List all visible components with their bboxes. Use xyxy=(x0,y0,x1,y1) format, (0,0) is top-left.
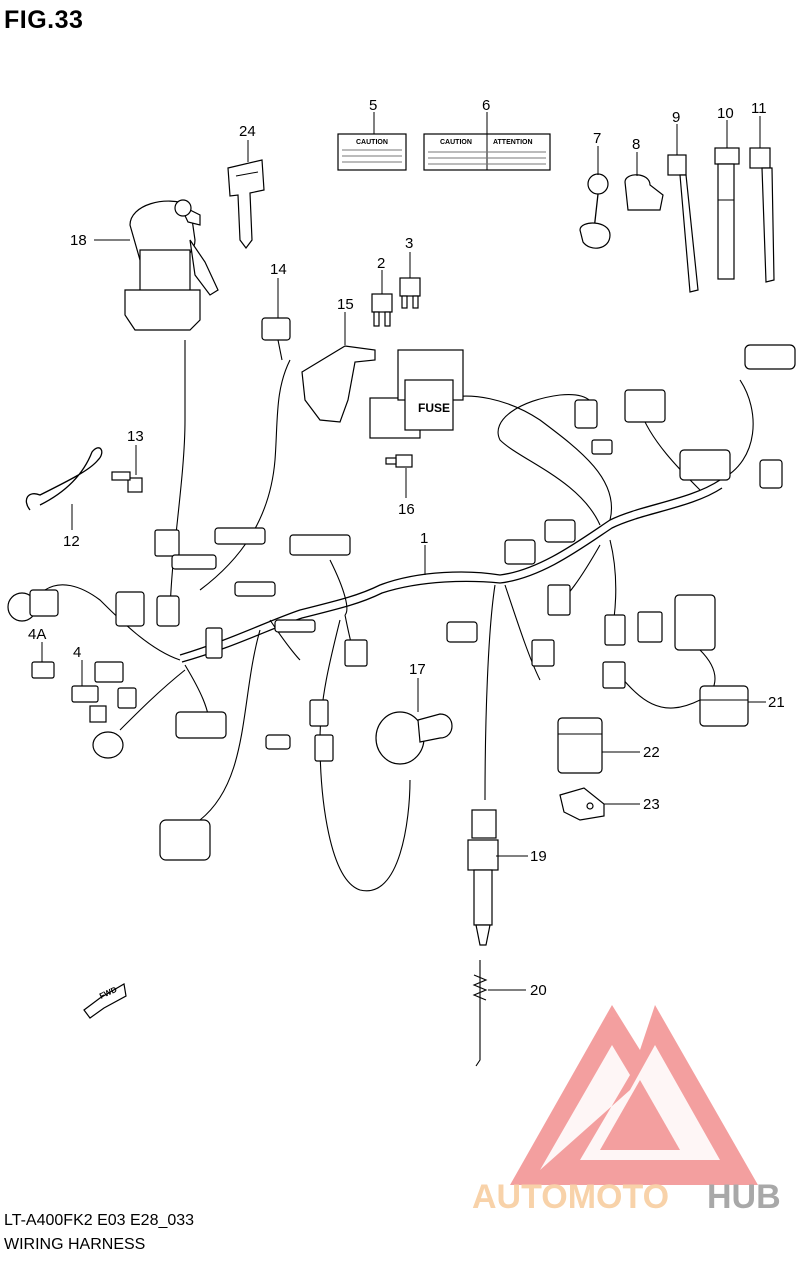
callout-13: 13 xyxy=(127,428,144,445)
fwd-arrow-icon: FWD xyxy=(83,983,127,1019)
callout-12: 12 xyxy=(63,533,80,550)
cable-tie-9-icon xyxy=(667,154,699,293)
fuse-box-15: FUSE xyxy=(301,345,464,439)
terminal-4a-icon xyxy=(31,661,55,679)
svg-text:CAUTION: CAUTION xyxy=(440,139,472,146)
clamp-8-icon xyxy=(624,174,664,211)
bolt-16-icon xyxy=(385,454,413,468)
sensor-19-icon xyxy=(467,809,499,946)
callout-4: 4 xyxy=(73,644,81,661)
callout-24: 24 xyxy=(239,123,256,140)
cable-tie-10-icon xyxy=(714,147,740,280)
callout-5: 5 xyxy=(369,97,377,114)
bracket-23-icon xyxy=(559,787,605,821)
callout-19: 19 xyxy=(530,848,547,865)
callout-18: 18 xyxy=(70,232,87,249)
automotohub-logo: AUTOMOTO HUB xyxy=(472,1005,781,1216)
callout-4a: 4A xyxy=(28,626,46,643)
bolt-13-icon xyxy=(111,471,143,493)
clip-12-icon xyxy=(25,447,103,511)
svg-text:ATTENTION: ATTENTION xyxy=(493,139,533,146)
callout-10: 10 xyxy=(717,105,734,122)
callout-15: 15 xyxy=(337,296,354,313)
diagram-name: WIRING HARNESS xyxy=(4,1236,146,1253)
figure-title: FIG.33 xyxy=(4,6,84,34)
callout-20: 20 xyxy=(530,982,547,999)
svg-text:CAUTION: CAUTION xyxy=(356,139,388,146)
fuse-3-icon xyxy=(399,277,421,309)
callout-23: 23 xyxy=(643,796,660,813)
key-24-icon xyxy=(227,159,265,249)
callout-3: 3 xyxy=(405,235,413,252)
callout-labels: 1 2 3 4 4A 5 6 7 8 9 10 11 12 13 14 15 1… xyxy=(28,97,785,999)
connector-14-icon xyxy=(277,339,283,361)
logo-text-hub: HUB xyxy=(707,1178,781,1216)
callout-8: 8 xyxy=(632,136,640,153)
relay-22-icon xyxy=(557,717,603,774)
callout-2: 2 xyxy=(377,255,385,272)
logo-text-automoto: AUTOMOTO xyxy=(472,1178,669,1216)
sensor-17-icon xyxy=(375,711,453,765)
fuse-label: FUSE xyxy=(418,401,450,415)
callout-6: 6 xyxy=(482,97,490,114)
caution-label-5: CAUTION xyxy=(337,133,407,171)
callout-21: 21 xyxy=(768,694,785,711)
callout-1: 1 xyxy=(420,530,428,547)
relay-21-icon xyxy=(699,685,749,727)
caution-attention-label-6: CAUTION ATTENTION xyxy=(423,133,551,171)
callout-17: 17 xyxy=(409,661,426,678)
terminal-4-icon xyxy=(71,685,107,723)
callout-11: 11 xyxy=(751,100,767,117)
spring-20-icon xyxy=(472,960,488,1067)
ignition-switch-18 xyxy=(124,199,219,331)
callout-9: 9 xyxy=(672,109,680,126)
model-code: LT-A400FK2 E03 E28_033 xyxy=(4,1212,195,1229)
callout-16: 16 xyxy=(398,501,415,518)
leader-lines xyxy=(41,112,766,991)
callout-22: 22 xyxy=(643,744,660,761)
callout-7: 7 xyxy=(593,130,601,147)
callout-14: 14 xyxy=(270,261,287,278)
clamp-7-icon xyxy=(579,173,611,249)
harness-connectors xyxy=(7,317,796,861)
fuse-2-icon xyxy=(371,293,393,327)
cable-tie-11-icon xyxy=(749,147,775,283)
